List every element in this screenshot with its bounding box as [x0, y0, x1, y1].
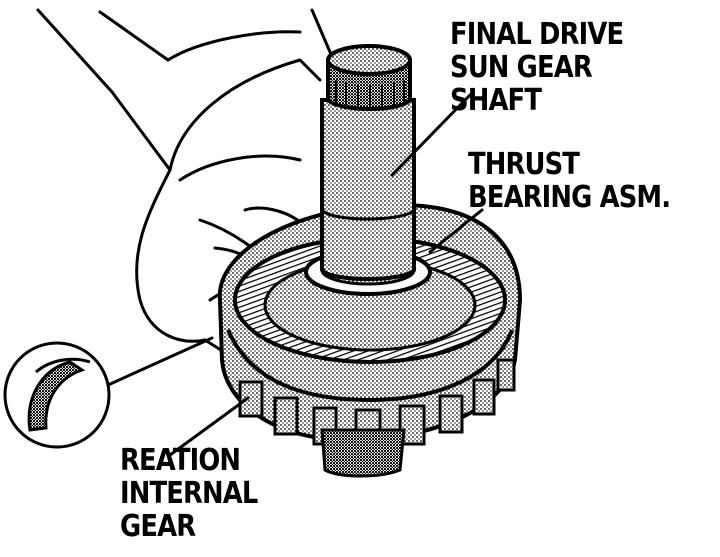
label-final-drive-sun-gear-shaft: FINAL DRIVE SUN GEAR SHAFT: [450, 17, 624, 118]
label-line: INTERNAL: [120, 476, 258, 511]
bearing-detail-inset: [3, 341, 111, 449]
label-line: THRUST: [468, 147, 580, 182]
sun-gear-shaft: [320, 44, 416, 281]
arm-outline: [36, 8, 332, 172]
label-line: REATION: [120, 443, 241, 478]
label-thrust-bearing-asm: THRUST BEARING ASM.: [468, 147, 671, 215]
label-line: BEARING ASM.: [468, 180, 671, 215]
label-reaction-internal-gear: REATION INTERNAL GEAR: [120, 443, 258, 544]
reaction-internal-gear-body: [217, 202, 523, 478]
leader-lines: [106, 93, 484, 457]
label-line: FINAL DRIVE: [450, 17, 624, 52]
label-line: SHAFT: [450, 83, 542, 118]
label-line: SUN GEAR: [450, 50, 593, 85]
label-line: GEAR: [120, 509, 196, 544]
